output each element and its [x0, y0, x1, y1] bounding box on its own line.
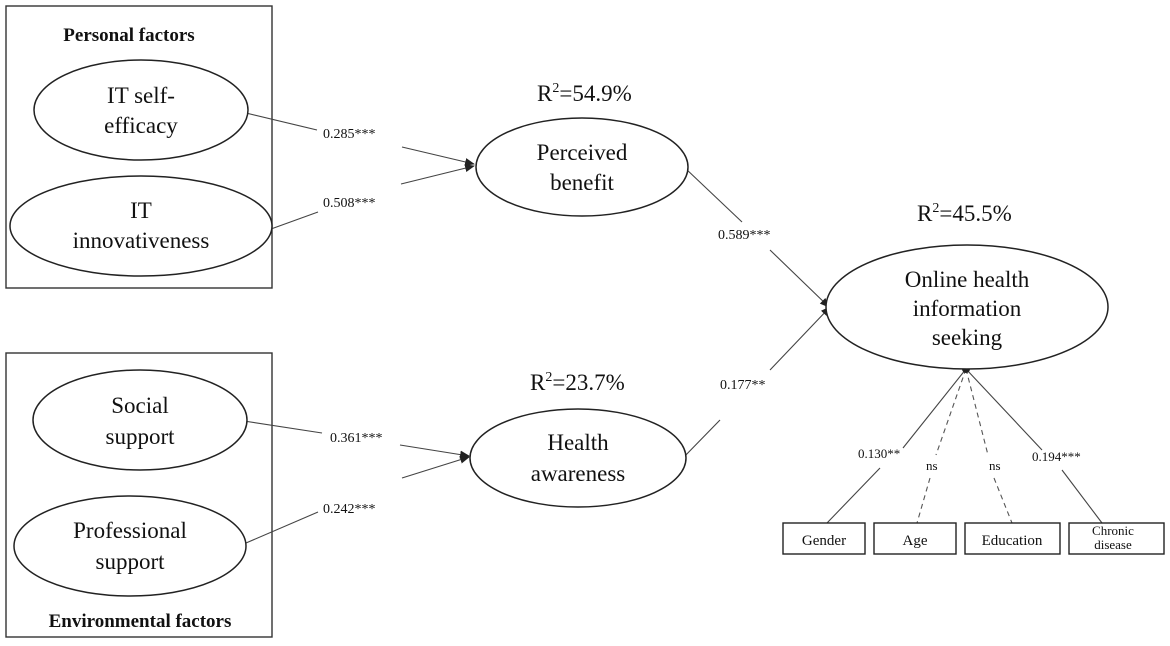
- r-squared-health-awareness-sup: 2: [545, 370, 552, 385]
- node-professional-support-line-1: Professional: [73, 518, 187, 543]
- control-line-chronic-b: [1061, 469, 1103, 524]
- node-perceived-benefit-line-2: benefit: [550, 170, 614, 195]
- environmental-factors-frame: [5, 352, 273, 638]
- node-professional-support: Professional support: [13, 495, 247, 597]
- coef-professional-to-awareness: 0.242***: [323, 502, 376, 517]
- node-health-awareness-line-2: awareness: [531, 461, 626, 486]
- r-squared-perceived-benefit-sup: 2: [552, 81, 559, 96]
- path-line-benefit-b: [769, 249, 830, 308]
- control-label-chronic-line-2: disease: [1094, 537, 1132, 552]
- node-it-self-efficacy-line-1: IT self-: [107, 83, 175, 108]
- path-line-self-efficacy-b: [401, 146, 475, 166]
- node-ohis-line-1: Online health: [905, 267, 1030, 292]
- control-box-chronic-disease: Chronic disease: [1068, 522, 1165, 555]
- path-line-innovativeness-a: [270, 211, 319, 230]
- node-social-support-line-1: Social: [111, 393, 169, 418]
- node-it-innovativeness-line-2: innovativeness: [73, 228, 210, 253]
- control-line-age-a: [935, 368, 967, 456]
- node-perceived-benefit-line-1: Perceived: [537, 140, 628, 165]
- path-line-professional-a: [245, 511, 319, 544]
- path-line-benefit-a: [684, 167, 743, 223]
- environmental-factors-title: Environmental factors: [49, 611, 232, 632]
- coef-gender: 0.130**: [858, 446, 900, 461]
- control-line-age-b: [916, 477, 931, 524]
- path-line-self-efficacy-a: [245, 112, 318, 131]
- node-health-awareness: Health awareness: [469, 408, 687, 508]
- control-box-gender: Gender: [782, 522, 866, 555]
- coef-benefit-to-ohis: 0.589***: [718, 228, 771, 243]
- node-perceived-benefit: Perceived benefit: [475, 117, 689, 217]
- control-label-gender: Gender: [802, 533, 846, 549]
- node-it-self-efficacy-line-2: efficacy: [104, 113, 178, 138]
- node-professional-support-line-2: support: [96, 549, 166, 574]
- r-squared-health-awareness-prefix: R: [530, 370, 546, 395]
- control-box-education: Education: [964, 522, 1061, 555]
- r-squared-ohis: R2=45.5%: [917, 201, 1012, 226]
- control-line-gender-a: [902, 368, 967, 449]
- path-line-awareness-a: [680, 419, 721, 461]
- coef-self-efficacy-to-benefit: 0.285***: [323, 127, 376, 142]
- node-it-innovativeness: IT innovativeness: [9, 175, 273, 277]
- path-line-innovativeness-b: [400, 164, 475, 185]
- path-line-social-a: [243, 420, 323, 434]
- node-it-innovativeness-line-1: IT: [130, 198, 152, 223]
- node-ohis-line-3: seeking: [932, 325, 1003, 350]
- coef-innovativeness-to-benefit: 0.508***: [323, 196, 376, 211]
- node-it-self-efficacy: IT self- efficacy: [33, 59, 249, 161]
- coef-education: ns: [989, 458, 1001, 473]
- coef-social-to-awareness: 0.361***: [330, 431, 383, 446]
- coef-chronic: 0.194***: [1032, 449, 1081, 464]
- node-health-awareness-line-1: Health: [547, 430, 609, 455]
- path-line-social-b: [399, 444, 470, 459]
- node-social-support: Social support: [32, 369, 248, 471]
- r-squared-health-awareness-value: =23.7%: [552, 370, 624, 395]
- path-line-professional-b: [401, 455, 470, 479]
- control-line-education-b: [993, 477, 1013, 524]
- personal-factors-frame: [5, 5, 273, 289]
- coef-awareness-to-ohis: 0.177**: [720, 378, 766, 393]
- control-label-education: Education: [982, 533, 1043, 549]
- r-squared-health-awareness: R2=23.7%: [530, 370, 625, 395]
- control-line-chronic-a: [965, 368, 1043, 451]
- node-social-support-line-2: support: [106, 424, 176, 449]
- r-squared-perceived-benefit: R2=54.9%: [537, 81, 632, 106]
- control-line-gender-b: [826, 467, 881, 524]
- control-box-age: Age: [873, 522, 957, 555]
- personal-factors-title: Personal factors: [63, 25, 194, 46]
- r-squared-perceived-benefit-value: =54.9%: [559, 81, 631, 106]
- control-label-age: Age: [903, 533, 928, 549]
- node-online-health-information-seeking: Online health information seeking: [825, 244, 1109, 370]
- r-squared-perceived-benefit-prefix: R: [537, 81, 553, 106]
- r-squared-ohis-sup: 2: [932, 201, 939, 216]
- r-squared-ohis-prefix: R: [917, 201, 933, 226]
- r-squared-ohis-value: =45.5%: [939, 201, 1011, 226]
- coef-age: ns: [926, 458, 938, 473]
- path-line-awareness-b: [769, 306, 831, 371]
- node-ohis-line-2: information: [913, 296, 1022, 321]
- control-label-chronic-line-1: Chronic: [1092, 523, 1134, 538]
- control-line-education-a: [965, 368, 989, 456]
